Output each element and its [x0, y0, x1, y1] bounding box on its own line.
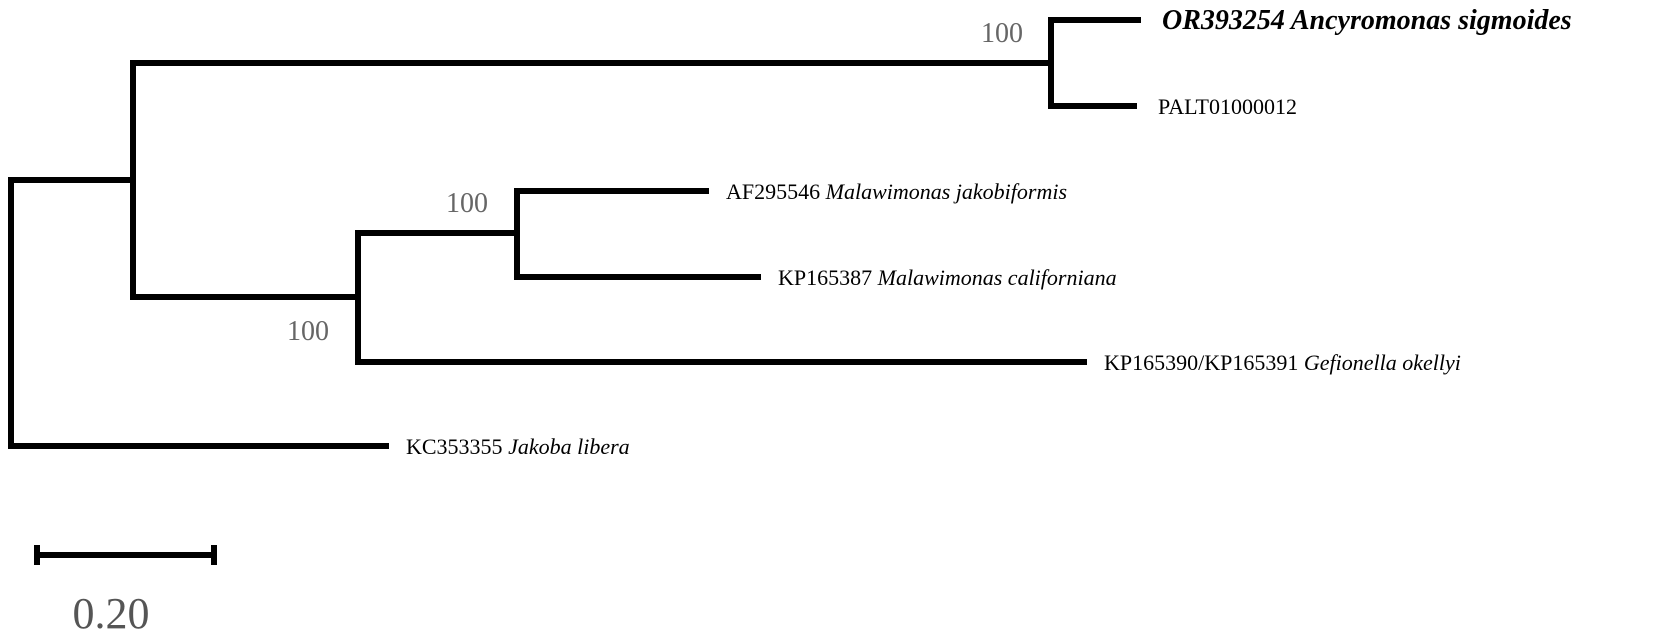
taxon-species: Gefionella okellyi	[1304, 350, 1461, 375]
taxon-species: Malawimonas californiana	[877, 265, 1117, 290]
taxon-species: Malawimonas jakobiformis	[825, 179, 1067, 204]
taxon-accession: KC353355	[406, 434, 503, 459]
taxon-accession: AF295546	[726, 179, 820, 204]
taxon-label-malawimonas-jakobiformis: AF295546 Malawimonas jakobiformis	[726, 179, 1067, 204]
taxon-species: Jakoba libera	[508, 434, 630, 459]
tree-branches	[8, 17, 1141, 449]
taxon-accession: KP165387	[778, 265, 872, 290]
support-malawimonas-gefionella-clade: 100	[287, 316, 329, 347]
taxon-accession: PALT01000012	[1158, 94, 1297, 119]
taxon-species: Ancyromonas sigmoides	[1289, 5, 1572, 36]
support-malawimonas-clade: 100	[446, 188, 488, 219]
taxon-label-palt: PALT01000012	[1158, 94, 1297, 119]
taxon-label-jakoba-libera: KC353355 Jakoba libera	[406, 434, 630, 459]
taxon-label-ancyromonas-sigmoides: OR393254 Ancyromonas sigmoides	[1162, 5, 1572, 36]
scale-bar-label: 0.20	[73, 589, 150, 638]
taxon-accession: KP165390/KP165391	[1104, 350, 1298, 375]
support-ancyromonas-clade: 100	[981, 18, 1023, 49]
taxon-label-malawimonas-californiana: KP165387 Malawimonas californiana	[778, 265, 1117, 290]
support-values: 100 100 100	[287, 18, 1023, 347]
taxon-accession: OR393254	[1162, 5, 1285, 36]
taxon-labels: OR393254 Ancyromonas sigmoides PALT01000…	[406, 5, 1572, 459]
scale-bar: 0.20	[34, 545, 217, 638]
taxon-label-gefionella-okellyi: KP165390/KP165391 Gefionella okellyi	[1104, 350, 1461, 375]
